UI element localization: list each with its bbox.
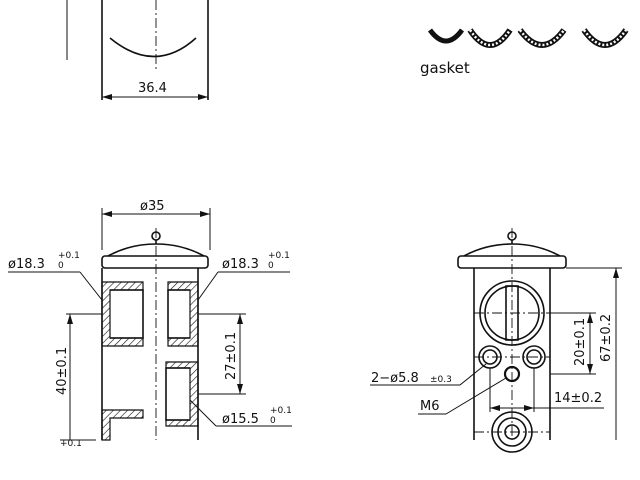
dim-bore-left: ø18.3 [8, 257, 45, 272]
dim-thread-m6: M6 [420, 399, 440, 414]
tol-bore-small-lower: 0 [270, 416, 276, 426]
tol-bore-left-lower: 0 [58, 261, 64, 271]
dim-bore-right: ø18.3 [222, 257, 259, 272]
top-view-partial: 36.4 [66, 0, 209, 100]
dim-36-4: 36.4 [138, 81, 167, 96]
dim-height-20: 20±0.1 [573, 318, 588, 366]
tol-partial: +0.1 [60, 439, 82, 449]
side-view: 2−ø5.8 ±0.3 M6 20±0.1 67±0.2 14±0.2 [370, 228, 622, 453]
front-section-view: ø35 ø18.3 +0.1 0 ø18.3 +0.1 0 [8, 199, 292, 449]
dim-holes: 2−ø5.8 [371, 371, 419, 386]
gasket-drawing: gasket [420, 28, 629, 77]
dim-bore-small: ø15.5 [222, 412, 259, 427]
tol-bore-left-upper: +0.1 [58, 251, 80, 261]
tol-bore-right-lower: 0 [268, 261, 274, 271]
tol-bore-small-upper: +0.1 [270, 406, 292, 416]
tol-bore-right-upper: +0.1 [268, 251, 290, 261]
gasket-label: gasket [420, 59, 470, 77]
dim-height-40: 40±0.1 [55, 347, 70, 395]
dim-diameter-35: ø35 [140, 199, 165, 214]
dim-height-67: 67±0.2 [599, 314, 614, 362]
dim-width-14: 14±0.2 [554, 391, 602, 406]
tol-holes: ±0.3 [430, 375, 452, 385]
dim-height-27: 27±0.1 [224, 332, 239, 380]
dome-profile [109, 37, 197, 58]
